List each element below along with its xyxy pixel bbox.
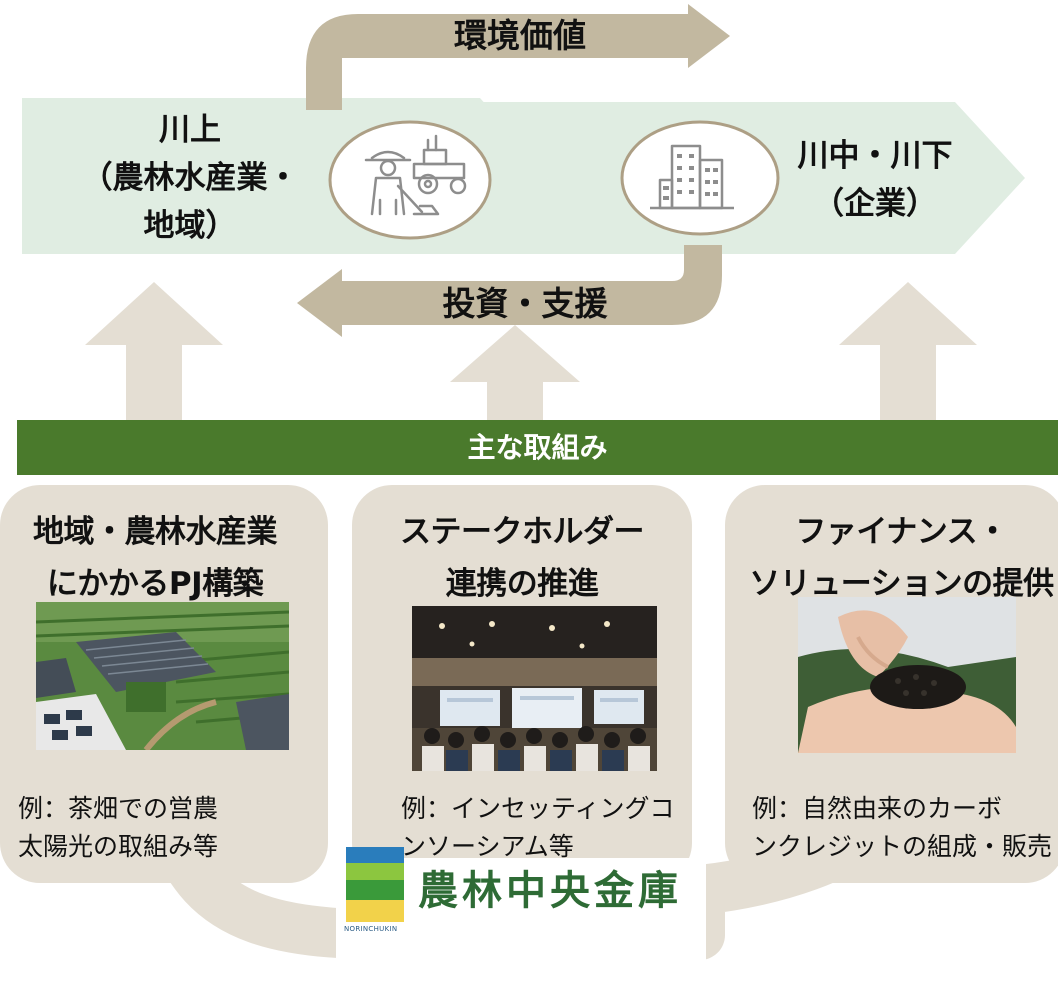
card-center-example: 例：インセッティングコ ンソーシアム等: [401, 790, 675, 866]
top-arrow: [306, 4, 730, 110]
card-center-title2: 連携の推進: [445, 566, 599, 602]
banner-label: 主な取組み: [467, 431, 608, 464]
card-right-example: 例：自然由来のカーボ ンクレジットの組成・販売: [752, 790, 1052, 866]
card-right-title1: ファイナンス・: [795, 514, 1008, 550]
upstream-line1: 川上: [159, 112, 221, 148]
card-center-example1: 例：インセッティングコ: [401, 794, 675, 823]
card-left-example: 例：茶畑での営農 太陽光の取組み等: [18, 790, 218, 866]
downstream-label: 川中・川下 （企業）: [770, 132, 980, 228]
downstream-line1: 川中・川下: [797, 138, 953, 174]
card-center-example2: ンソーシアム等: [401, 832, 574, 861]
up-arrow-center: [450, 325, 580, 420]
card-left-title2: にかかるPJ構築: [46, 566, 264, 602]
card-left-example1: 例：茶畑での営農: [18, 794, 219, 823]
top-arrow-label: 環境価値: [454, 16, 586, 55]
photo-biochar: [798, 597, 1016, 753]
banner-bar: [17, 420, 1058, 475]
card-center-title: ステークホルダー 連携の推進: [352, 506, 692, 610]
card-left-example2: 太陽光の取組み等: [18, 832, 219, 861]
upstream-line2: （農林水産業・: [81, 160, 299, 196]
photo-conference: [412, 606, 657, 771]
card-left-title: 地域・農林水産業 にかかるPJ構築: [0, 506, 310, 610]
photo-tea-solar: [36, 602, 289, 750]
bottom-arrow: [297, 245, 722, 337]
card-left-title1: 地域・農林水産業: [33, 514, 278, 550]
up-arrow-right: [839, 282, 977, 420]
brand-name: 農林中央金庫: [418, 867, 682, 914]
card-center-title1: ステークホルダー: [400, 514, 645, 550]
card-right-title2: ソリューションの提供: [749, 566, 1054, 602]
card-right-title: ファイナンス・ ソリューションの提供: [745, 506, 1058, 610]
card-right-example2: ンクレジットの組成・販売: [752, 832, 1053, 861]
brand-sub: NORINCHUKIN: [344, 925, 398, 933]
card-right-example1: 例：自然由来のカーボ: [752, 794, 1003, 823]
upstream-line3: 地域）: [143, 208, 237, 244]
upstream-label: 川上 （農林水産業・ 地域）: [40, 106, 340, 250]
bottom-arrow-label: 投資・支援: [442, 284, 608, 323]
downstream-line2: （企業）: [813, 186, 937, 222]
up-arrow-left: [85, 282, 223, 420]
